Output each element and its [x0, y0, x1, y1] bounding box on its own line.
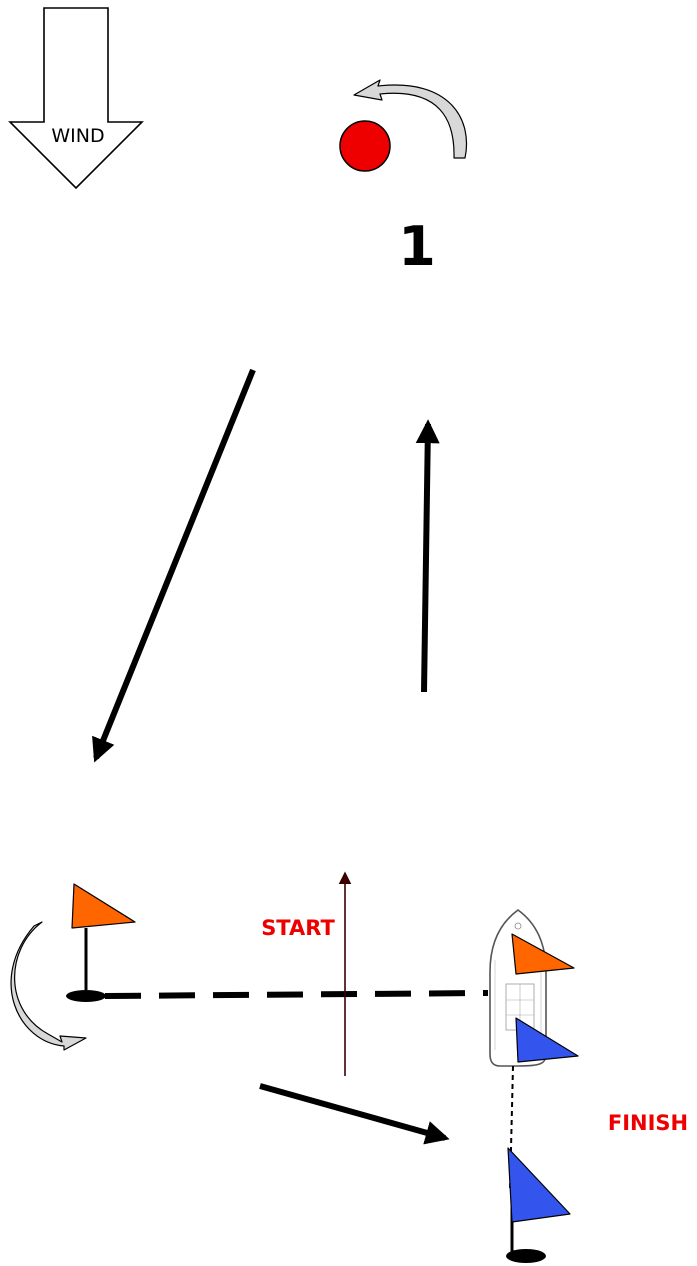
- start-line: [105, 993, 488, 996]
- pin-rounding-arrow-icon: [11, 922, 86, 1050]
- finish-label: FINISH: [608, 1111, 688, 1135]
- start-label: START: [261, 916, 335, 940]
- wind-arrow-icon: WIND: [10, 8, 142, 188]
- boat-blue-flag-icon: [516, 1018, 578, 1062]
- wind-label: WIND: [51, 125, 104, 147]
- downwind-leg-arrow: [96, 370, 253, 758]
- mark-buoy-icon: [340, 121, 390, 171]
- blue-flag-icon: [506, 1148, 570, 1263]
- finish-leg-arrow: [260, 1086, 445, 1138]
- boat-orange-flag-icon: [512, 934, 574, 974]
- upwind-leg-arrow: [424, 424, 428, 692]
- mark-number: 1: [398, 215, 436, 278]
- orange-flag-icon: [66, 884, 135, 1002]
